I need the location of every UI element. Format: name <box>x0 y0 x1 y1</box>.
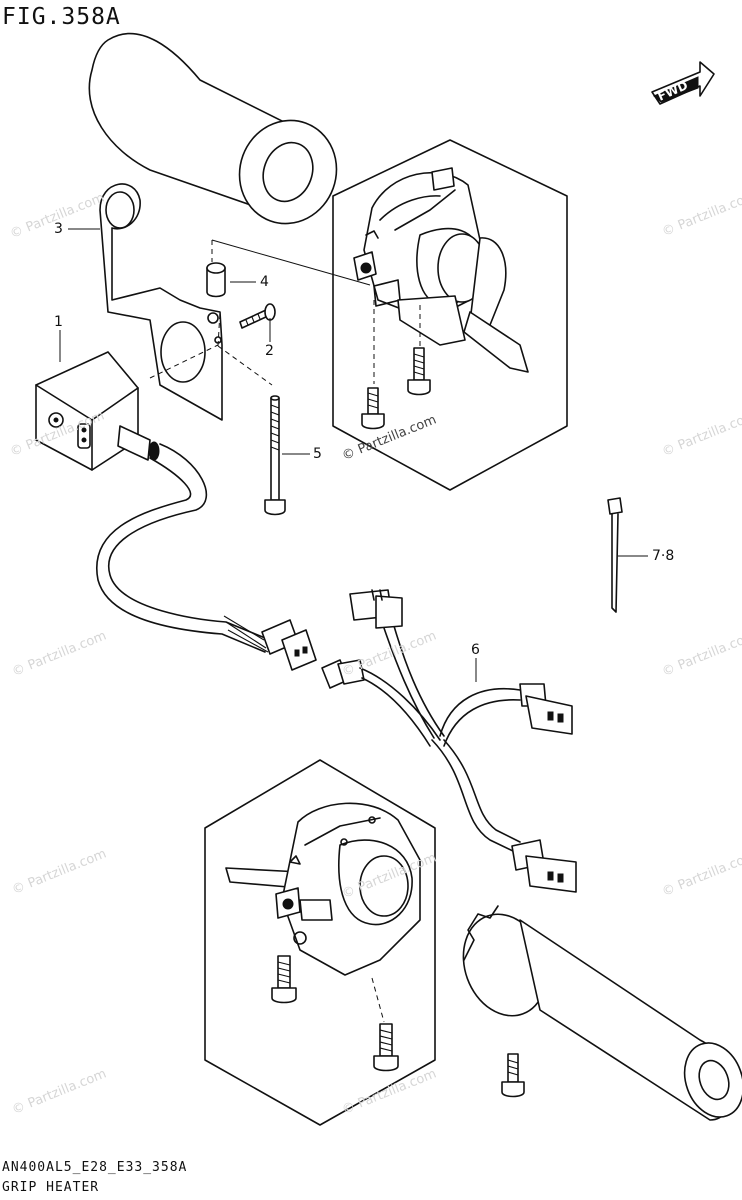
screw-top-right <box>407 347 431 396</box>
callout-2: 2 <box>265 343 274 359</box>
right-grip-heater <box>88 32 338 225</box>
callout-3: 3 <box>54 221 63 237</box>
top-switch-frame <box>332 139 568 491</box>
callout-4: 4 <box>260 274 269 290</box>
right-handlebar-switch <box>353 167 529 373</box>
bracket-part-3 <box>99 183 223 421</box>
bolt-part-5 <box>264 395 286 516</box>
fwd-label: FWD <box>656 78 690 104</box>
guide-line <box>217 311 221 347</box>
screw-top-left <box>361 387 385 430</box>
connector-harness-top <box>349 589 403 629</box>
diagram-name: GRIP HEATER <box>2 1180 100 1195</box>
cable-tie-part-7-8 <box>607 497 623 613</box>
connector-harness-right <box>519 683 573 735</box>
screw-bottom-left <box>271 955 297 1004</box>
connector-controller <box>261 619 317 671</box>
cable-wires <box>223 615 269 653</box>
connector-harness-bottom <box>511 839 577 893</box>
callout-1: 1 <box>54 314 63 330</box>
screw-bottom-right <box>373 1023 399 1072</box>
controller-cable <box>107 443 271 641</box>
bottom-switch-frame <box>204 759 436 1126</box>
controller-cable <box>95 457 266 653</box>
controller-part-1 <box>35 351 160 471</box>
callout-5: 5 <box>313 446 322 462</box>
callout-7-8: 7·8 <box>652 548 675 564</box>
callout-6: 6 <box>471 642 480 658</box>
guide-line <box>149 344 219 379</box>
screw-grip-end <box>501 1053 525 1098</box>
left-handlebar-switch <box>225 802 421 976</box>
guide-line <box>371 977 385 1023</box>
fwd-arrow-icon: FWD <box>651 61 715 105</box>
figure-title: FIG.358A <box>2 4 121 30</box>
left-grip-heater <box>462 905 742 1121</box>
guide-line <box>211 239 371 286</box>
guide-line <box>217 345 273 386</box>
spacer-part-4 <box>206 262 226 298</box>
diagram-code: AN400AL5_E28_E33_358A <box>2 1160 188 1175</box>
connector-harness-left <box>321 659 365 689</box>
harness-part-6 <box>359 625 521 853</box>
